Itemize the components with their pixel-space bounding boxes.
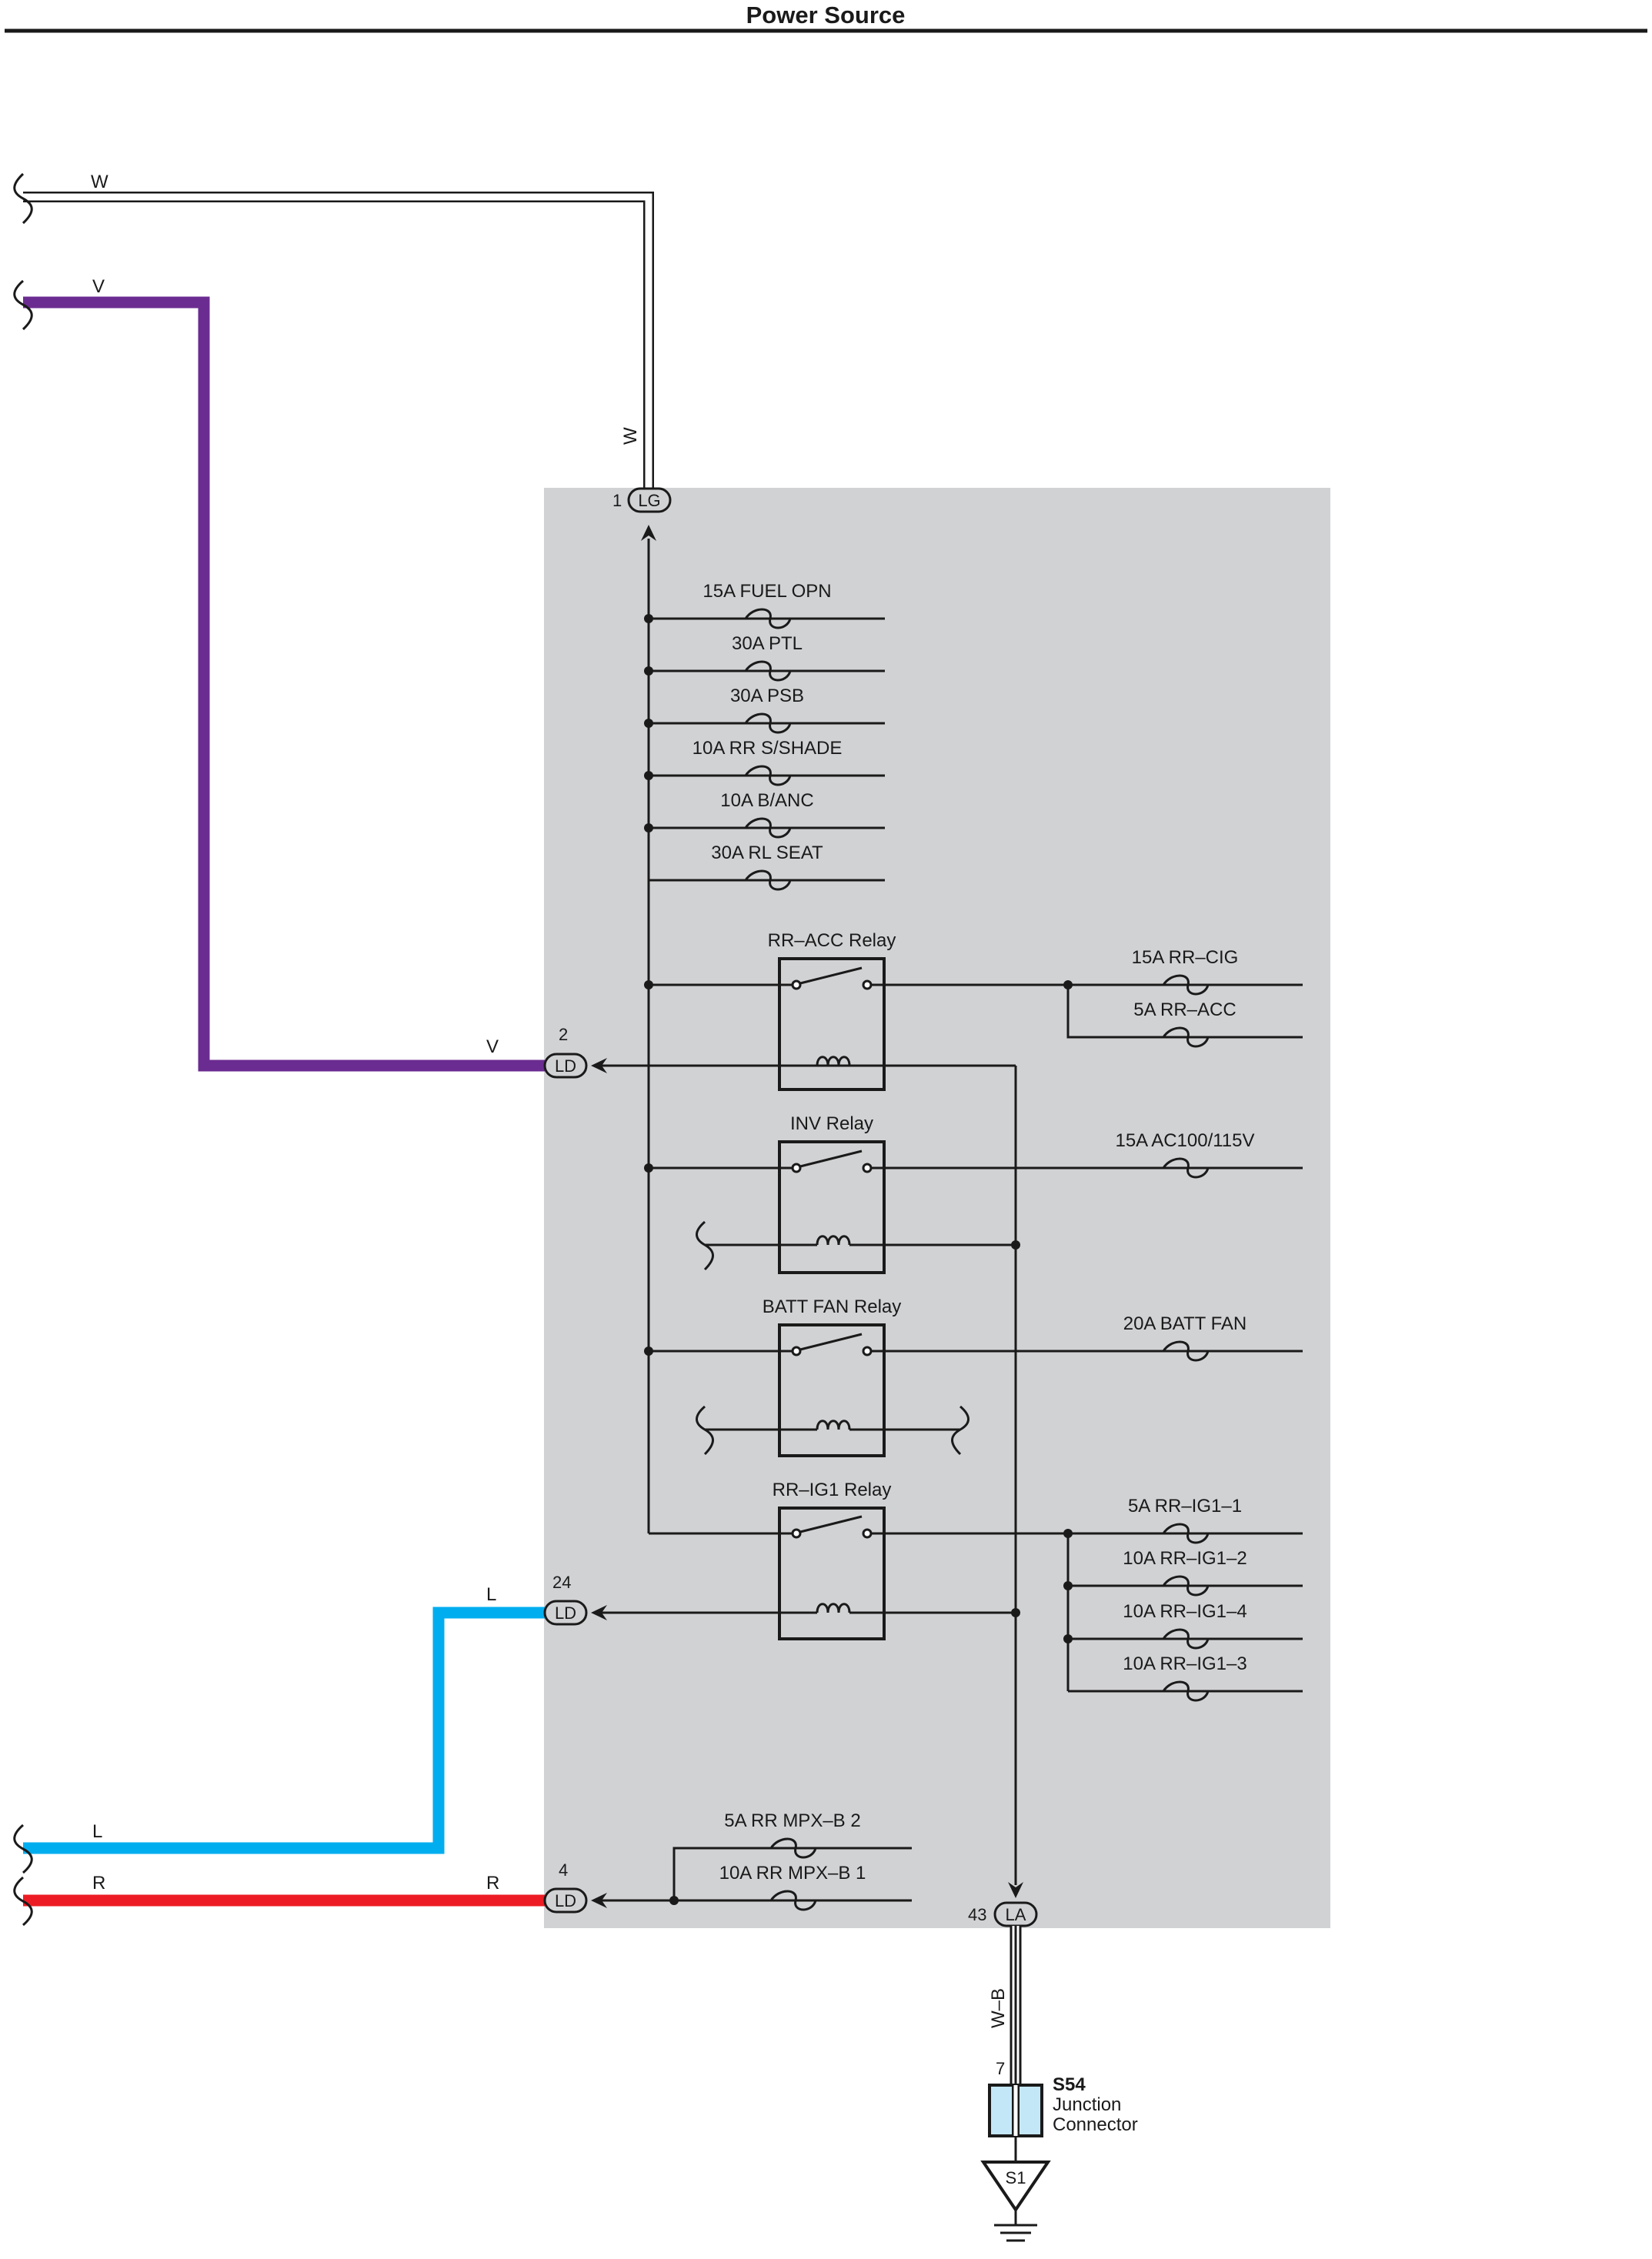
connector-ld-4-pin: 4 [559, 1860, 568, 1880]
fuse-label: 5A RR MPX–B 2 [724, 1810, 860, 1831]
earth-icon [994, 2210, 1037, 2242]
fuse-label: 10A B/ANC [720, 790, 813, 811]
fuse-label: 15A AC100/115V [1115, 1130, 1254, 1151]
relay-inv-label: INV Relay [790, 1113, 873, 1134]
fuse-label: 30A PTL [732, 633, 803, 654]
fuse-label: 15A FUEL OPN [703, 581, 831, 602]
connector-lg-pin: 1 [612, 491, 622, 510]
arrow-left-icon [591, 1058, 607, 1073]
internal-wiring [602, 539, 1303, 1902]
connector-ld-24-pin: 24 [552, 1573, 571, 1592]
fuse-label: 10A RR MPX–B 1 [719, 1863, 866, 1884]
connector-ld-4-code: LD [555, 1891, 576, 1910]
connector-lg[interactable] [627, 487, 672, 513]
splice-dots [644, 614, 1073, 1905]
fuse-label: 10A RR–IG1–2 [1123, 1548, 1247, 1569]
relay-rr-ig1[interactable] [778, 1507, 886, 1640]
junction-connector[interactable] [988, 2084, 1043, 2137]
fuse-label: 10A RR–IG1–3 [1123, 1653, 1247, 1674]
junction-line1: Junction [1053, 2094, 1121, 2115]
fuse-label: 5A RR–ACC [1133, 999, 1236, 1020]
relay-batt-fan[interactable] [778, 1323, 886, 1457]
wire-r-pin-label: R [486, 1873, 499, 1894]
ground-icon[interactable] [980, 2161, 1051, 2213]
wire-wb-label: W–B [988, 1988, 1009, 2028]
relay-rr-acc-label: RR–ACC Relay [768, 930, 896, 951]
fuse-label: 10A RR S/SHADE [693, 738, 843, 759]
junction-line2: Connector [1053, 2114, 1138, 2135]
connector-ld-24[interactable] [543, 1600, 588, 1626]
connector-ld-2-pin: 2 [559, 1025, 568, 1044]
fuse-label: 20A BATT FAN [1123, 1313, 1247, 1334]
arrow-down-icon [1008, 1882, 1023, 1898]
connector-ld-2-code: LD [555, 1056, 576, 1076]
relay-inv[interactable] [778, 1140, 886, 1274]
wire-w-vertical-label: W [620, 427, 641, 445]
ground-label: S1 [1006, 2168, 1026, 2187]
wire-v-pin-label: V [486, 1036, 499, 1057]
connector-la-code: LA [1006, 1905, 1026, 1924]
fuse-label: 10A RR–IG1–4 [1123, 1601, 1247, 1622]
relay-rr-ig1-label: RR–IG1 Relay [773, 1480, 892, 1500]
fuse-label: 30A RL SEAT [711, 843, 823, 863]
wire-l[interactable] [23, 1607, 545, 1854]
wire-w-label: W [91, 172, 108, 192]
junction-block [544, 488, 1330, 1928]
connector-la-pin: 43 [968, 1905, 986, 1924]
wire-r-label: R [92, 1873, 105, 1894]
wire-break-icons [13, 172, 33, 1927]
page-title: Power Source [746, 2, 906, 28]
wire-v-label: V [92, 276, 105, 297]
wire-l-pin-label: L [486, 1584, 496, 1605]
connector-ld-2[interactable] [543, 1053, 588, 1079]
relay-batt-fan-label: BATT FAN Relay [763, 1296, 902, 1317]
internal-break-icons [696, 1220, 970, 1456]
connector-ld-4[interactable] [543, 1887, 588, 1914]
fuse-label: 30A PSB [730, 686, 804, 706]
arrow-left-icon [591, 1893, 607, 1908]
wire-l-label: L [92, 1821, 102, 1842]
arrow-left-icon [591, 1605, 607, 1620]
junction-pin: 7 [996, 2059, 1005, 2078]
connector-ld-24-code: LD [555, 1603, 576, 1623]
fuse-label: 5A RR–IG1–1 [1128, 1496, 1242, 1517]
junction-code: S54 [1053, 2074, 1086, 2095]
relay-rr-acc[interactable] [778, 957, 886, 1091]
wire-v[interactable] [23, 296, 545, 1072]
connector-lg-code: LG [638, 491, 660, 510]
arrow-up-icon [641, 525, 656, 541]
wire-w[interactable] [23, 192, 654, 492]
fuse-label: 15A RR–CIG [1132, 947, 1239, 968]
